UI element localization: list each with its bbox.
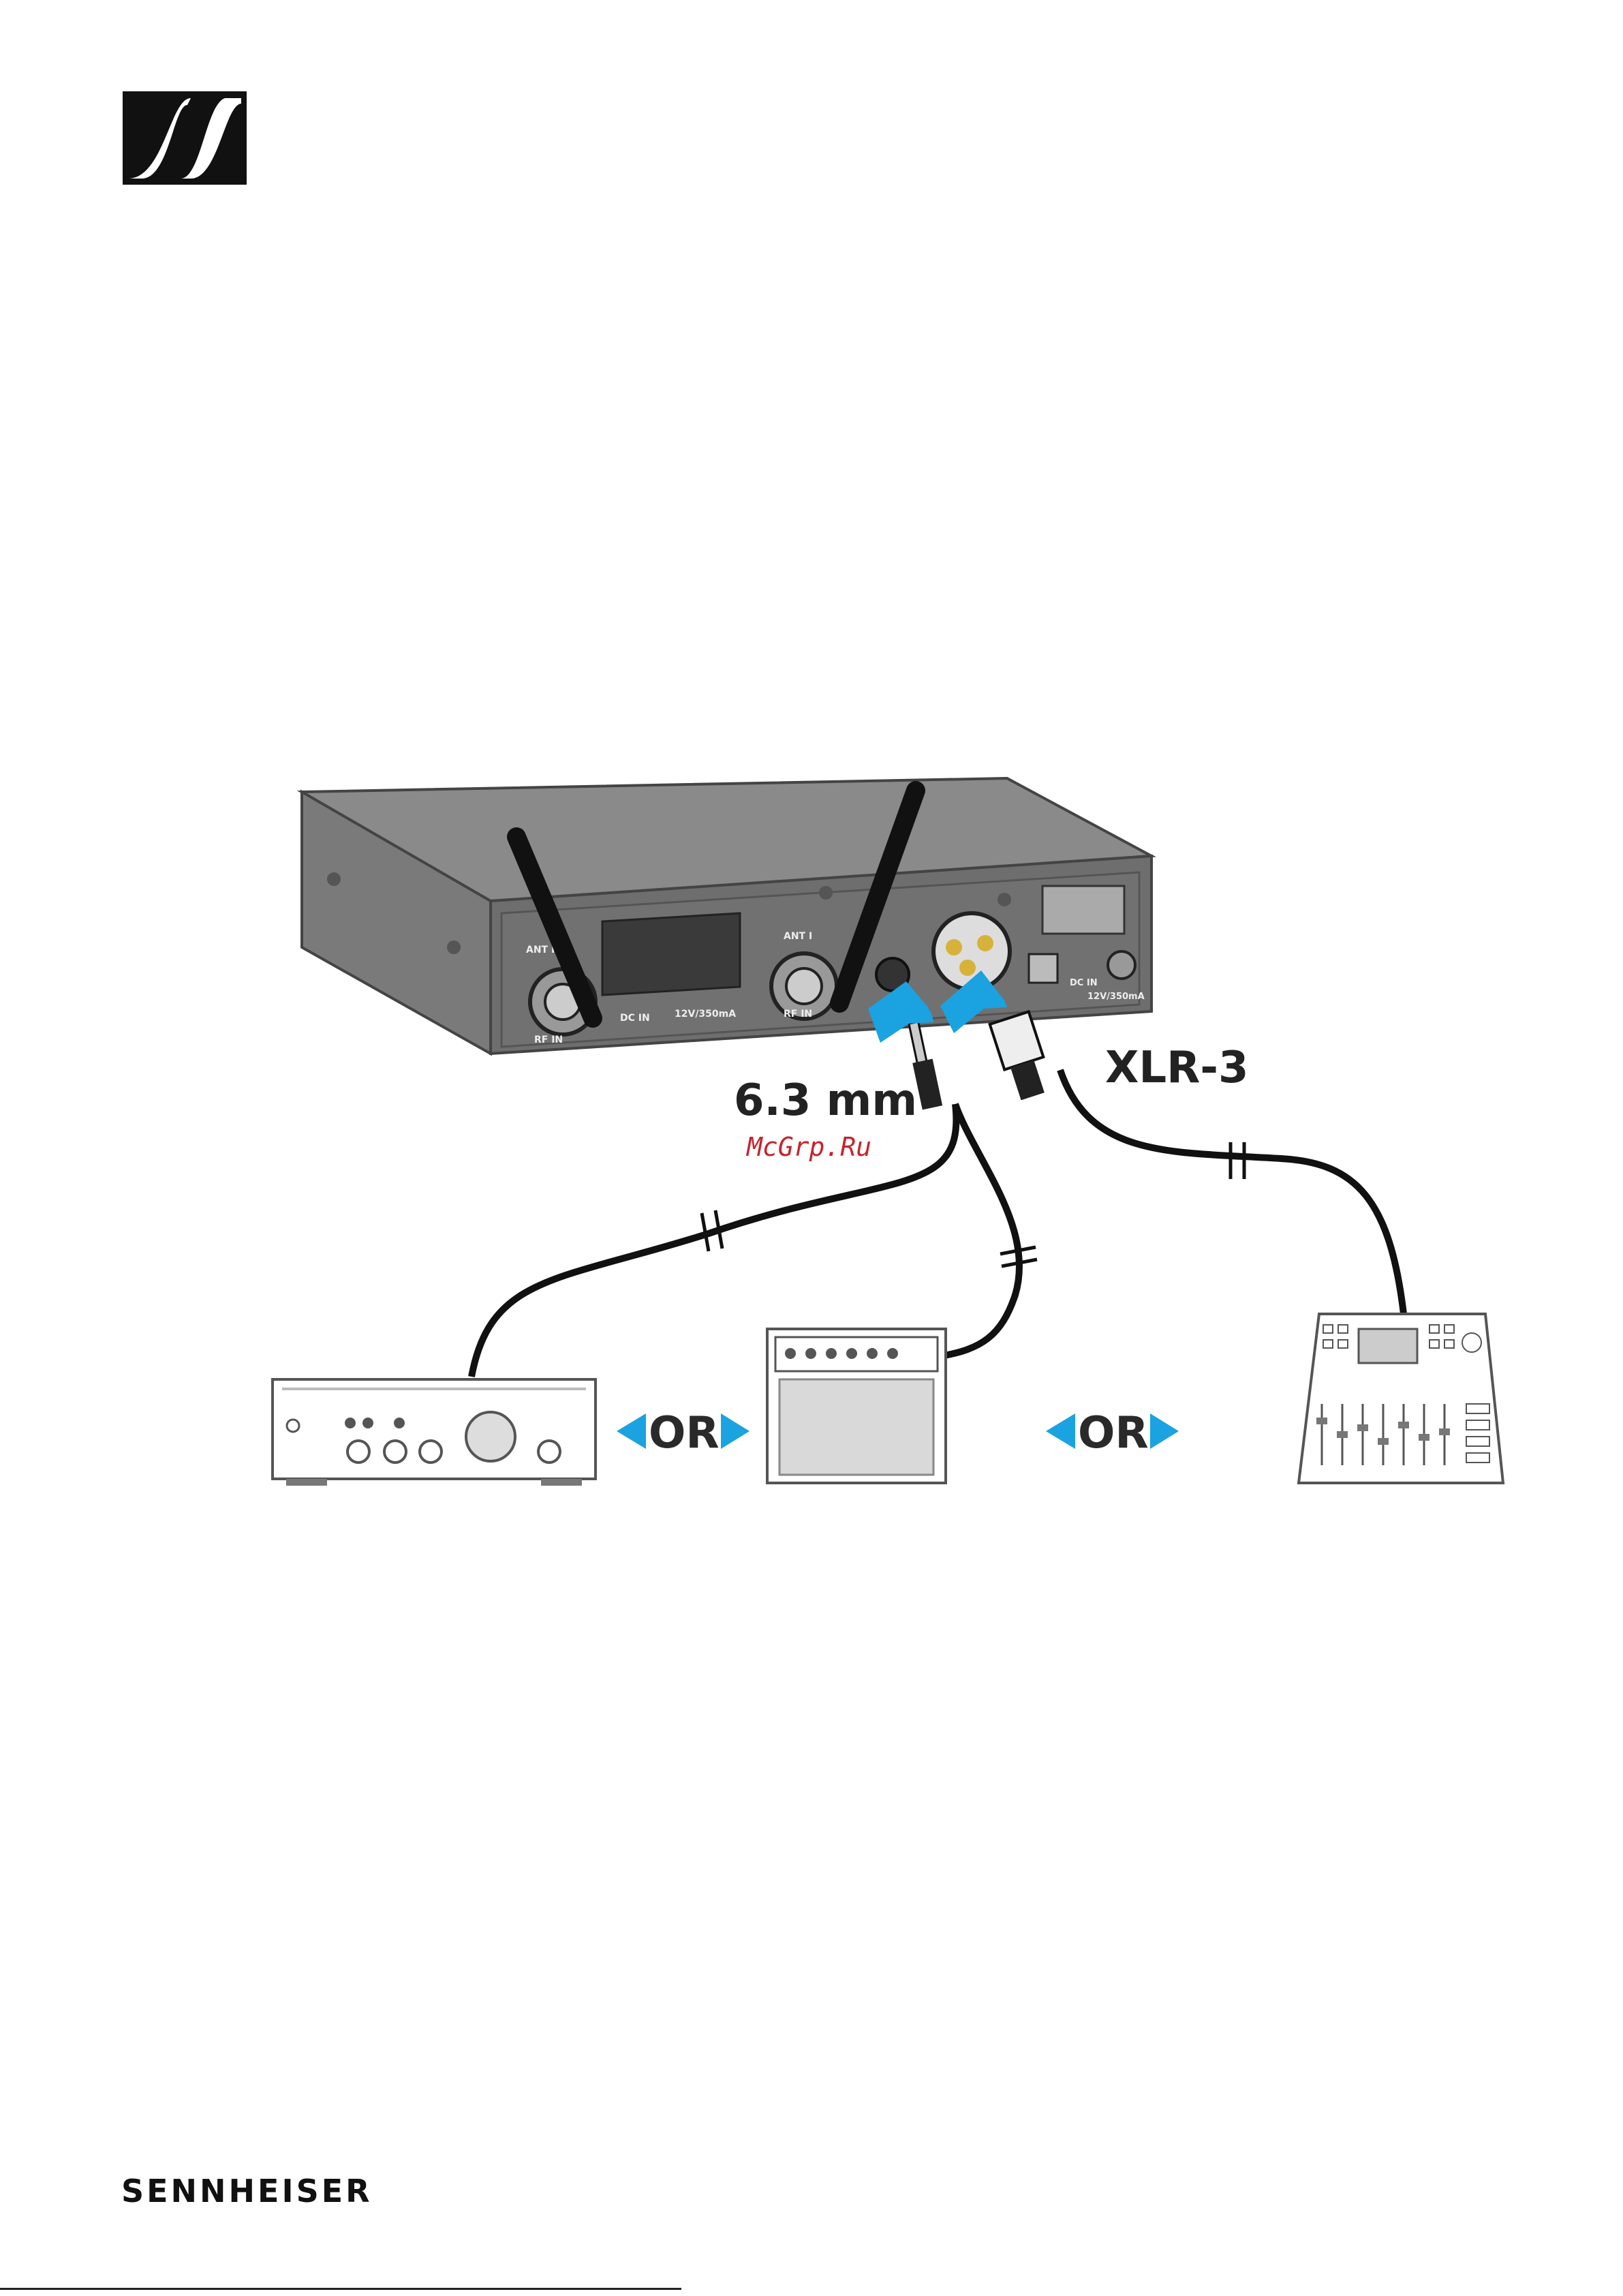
or-label-1: OR: [649, 1408, 720, 1458]
rf-in-label-2: RF IN: [534, 1035, 563, 1045]
power-rating-right-label: 12V/350mA: [1087, 992, 1145, 1002]
xlr-plug-icon: [990, 1011, 1045, 1100]
dc-in-right-label: DC IN: [1070, 978, 1098, 988]
power-rating-label: 12V/350mA: [675, 1009, 736, 1020]
rf-in-label-1: RF IN: [784, 1009, 812, 1020]
left-arrow-icon: [617, 1413, 646, 1449]
brand-wordmark: SENNHEISER: [121, 2173, 373, 2209]
mixing-console-icon: [1299, 1314, 1503, 1483]
or-separator-1: OR: [617, 1408, 749, 1458]
guitar-amp-icon: [767, 1329, 946, 1483]
amplifier-icon: [273, 1379, 596, 1486]
left-arrow-icon: [1046, 1413, 1075, 1449]
jack-size-label: 6.3 mm: [734, 1075, 917, 1126]
footer-divider: [0, 2288, 681, 2290]
xlr-label: XLR-3: [1105, 1043, 1249, 1093]
right-arrow-icon: [721, 1413, 749, 1449]
or-separator-2: OR: [1046, 1408, 1179, 1458]
right-arrow-icon: [1150, 1413, 1179, 1449]
watermark-text: McGrp.Ru: [745, 1132, 871, 1162]
or-label-2: OR: [1078, 1408, 1149, 1458]
ant-1-label: ANT I: [784, 931, 812, 942]
dc-in-label: DC IN: [620, 1013, 650, 1024]
